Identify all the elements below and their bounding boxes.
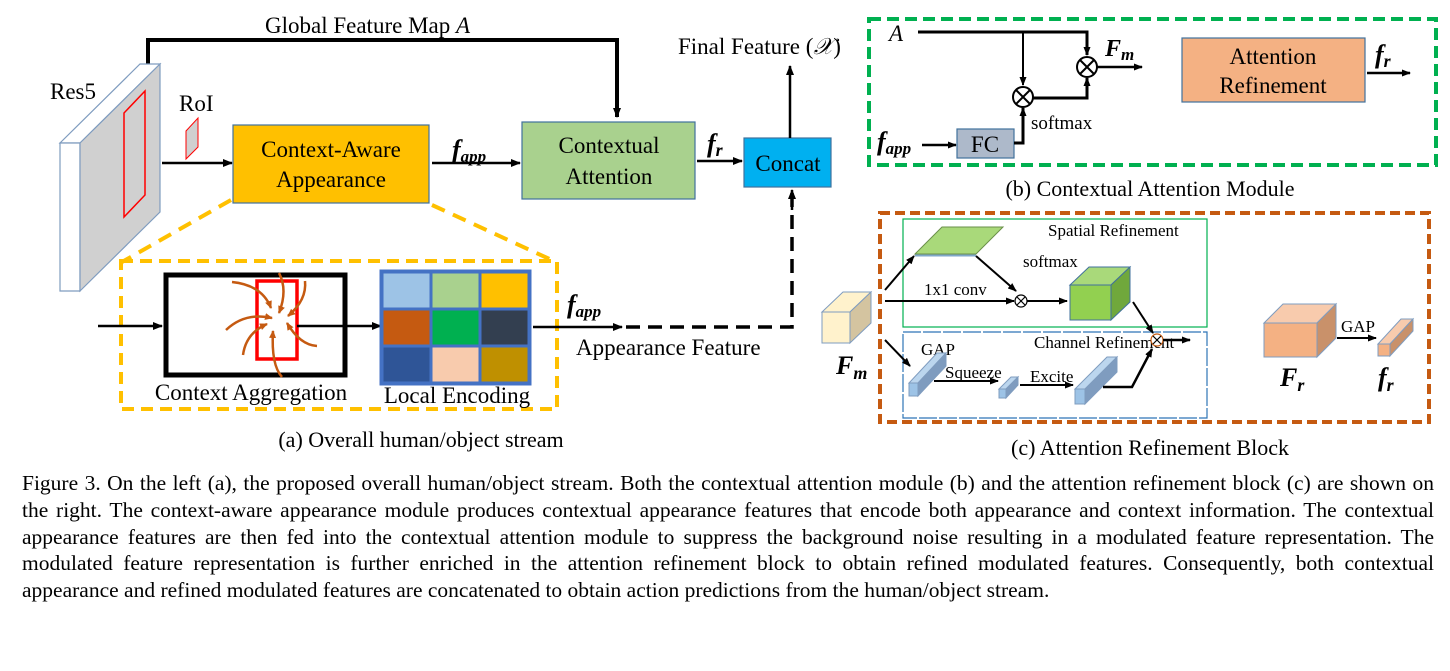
zoom-detail-frame [119,259,559,411]
context-aware-appearance-line1: Context-Aware [261,137,401,162]
panel-b-f-app: fapp [877,127,911,158]
figure-caption-text: Figure 3. On the left (a), the proposed … [22,471,1434,603]
zoom-guide-left [121,198,232,264]
panel-c-attention-refinement-block: Spatial Refinement Channel Refinement Fm… [820,211,1431,460]
fr-cube [1262,302,1338,359]
panel-b-softmax-label: softmax [1031,113,1093,134]
fc-box [956,128,1015,159]
local-encoding-cell [432,273,479,308]
contextual-attention-box [521,121,696,200]
panel-b-f-r: fr [1375,40,1392,71]
spatial-attention-map [913,226,1005,257]
panel-a-overall-stream: Global Feature Map A Res5 RoI Context-Aw… [50,13,841,452]
multiply-node-2 [1076,56,1098,78]
global-feature-arrow [146,38,621,118]
squeeze-vector-bar [997,375,1020,400]
panel-a-caption: (a) Overall human/object stream [278,427,563,452]
excite-to-fusion-arrow [1103,348,1154,389]
f-app-label-bottom: fapp [567,290,601,321]
fm-to-gap-arrow [884,339,911,367]
panel-c-F-r: Fr [1279,363,1305,395]
local-encoding-cell [383,310,430,345]
gap-label: GAP [921,340,955,359]
panel-b-a-symbol: A [887,21,904,46]
fm-cube [820,290,873,345]
roi-patch [185,116,199,161]
spatial-output-cube [1068,265,1132,322]
zoom-guide-right [431,203,557,264]
context-aware-appearance-line2: Appearance [276,167,386,192]
local-encoding-cell [432,310,479,345]
final-feature-label: Final Feature (𝒳) [678,34,841,59]
context-aggregation-roi [255,279,299,361]
fc-to-multiply-arrow [1014,107,1027,145]
f-app-label-top: fapp [452,135,486,166]
conv-label: 1x1 conv [924,280,987,299]
global-feature-map-symbol: A [454,13,471,38]
excite-vector-bar [1073,355,1119,406]
panel-c-f-m: Fm [835,351,867,383]
panel-c-f-r: fr [1378,363,1395,395]
figure-caption: Figure 3. On the left (a), the proposed … [22,470,1434,604]
local-encoding-cell [481,347,528,382]
res5-label: Res5 [50,79,96,104]
local-encoding-cell [481,273,528,308]
fusion-multiply-node [1150,333,1164,347]
squeeze-label: Squeeze [945,363,1002,382]
a-to-second-multiply [918,30,1091,56]
panel-b-contextual-attention-module: A fapp FC softmax Fm Attention Refinemen… [867,17,1438,201]
context-aware-appearance-box [232,124,430,204]
local-encoding-grid [379,269,532,386]
map-to-multiply-arrow [975,255,1017,292]
panel-c-caption: (c) Attention Refinement Block [1011,435,1289,460]
global-feature-map-label: Global Feature Map A [265,13,471,38]
spatial-to-fusion-arrow [1132,301,1154,334]
contextual-attention-line2: Attention [566,164,653,189]
context-aggregation-label: Context Aggregation [155,380,348,405]
attention-refinement-line2: Refinement [1219,73,1327,98]
local-encoding-cell [432,347,479,382]
res5-feature-slab [58,62,162,293]
channel-refinement-frame [902,331,1208,419]
context-aggregation-arrows [225,272,318,378]
attention-refinement-line1: Attention [1230,44,1317,69]
local-encoding-cell [481,310,528,345]
contextual-attention-line1: Contextual [559,133,660,158]
panel-b-frame [867,17,1438,167]
appearance-feature-label: Appearance Feature [576,335,761,360]
spatial-refinement-frame [902,218,1208,328]
excite-label: Excite [1030,367,1073,386]
panel-b-f-m: Fm [1104,36,1134,64]
fc-label: FC [971,132,999,157]
panel-c-frame [878,211,1431,424]
panel-b-caption: (b) Contextual Attention Module [1005,176,1294,201]
multiply-node-1 [1012,86,1034,108]
roi-box-on-res5 [123,89,146,219]
concat-box [743,137,832,188]
channel-refinement-label: Channel Refinement [1034,333,1174,352]
spatial-refinement-label: Spatial Refinement [1048,221,1179,240]
fr-vector-bar [1376,317,1415,358]
local-encoding-cell [383,273,430,308]
f-r-label-a: fr [707,129,724,160]
gap-out-label: GAP [1341,317,1375,336]
spatial-multiply-node [1014,294,1028,308]
architecture-figure: Global Feature Map A Res5 RoI Context-Aw… [50,13,1438,460]
attention-refinement-box [1181,37,1366,103]
concat-label: Concat [755,151,821,176]
multiply1-to-multiply2-arrow [1033,77,1091,100]
roi-label: RoI [179,91,214,116]
appearance-feature-dashed-line [626,190,794,329]
gap-vector-bar [907,351,948,398]
local-encoding-cell [383,347,430,382]
local-encoding-label: Local Encoding [384,383,531,408]
fm-to-attention-map-arrow [884,255,915,291]
panel-c-softmax-label: softmax [1023,252,1078,271]
